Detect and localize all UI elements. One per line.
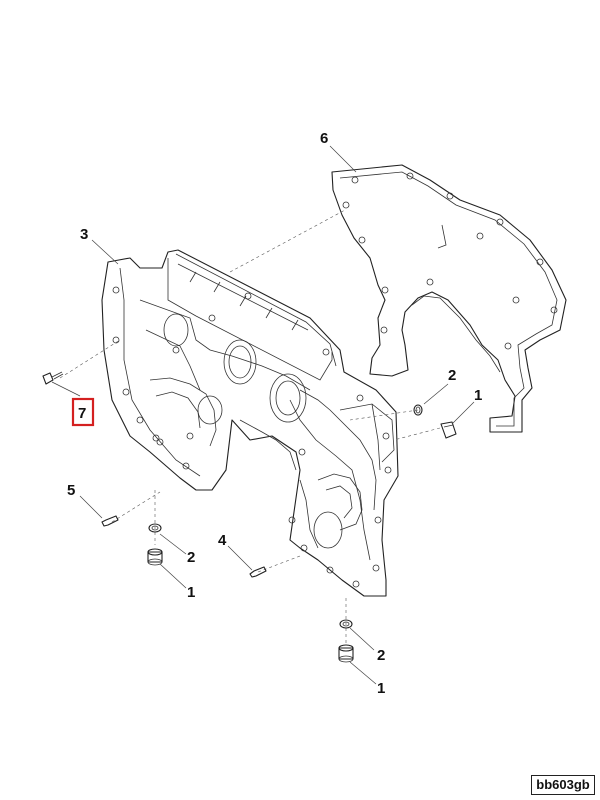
- callout-1-gasket[interactable]: 1: [474, 387, 482, 404]
- housing-bolt-bosses: [112, 286, 392, 588]
- seal-ring-part-2-gasket-side[interactable]: [413, 404, 423, 416]
- callout-labels: 6 3 7 2 1 5 2 1 4 2 1: [67, 130, 482, 697]
- callout-7-highlight: [71, 397, 95, 427]
- plug-part-1-gasket-side[interactable]: [440, 421, 457, 439]
- projection-lines: [59, 209, 441, 645]
- callout-6[interactable]: 6: [320, 130, 328, 147]
- diagram-reference-code: bb603gb: [531, 775, 595, 795]
- seal-ring-part-2-bottom[interactable]: [339, 619, 353, 629]
- callout-2-bottom[interactable]: 2: [377, 647, 385, 664]
- plug-part-1-left[interactable]: [147, 548, 163, 566]
- leader-lines: [51, 145, 475, 685]
- seal-ring-part-2-left[interactable]: [148, 523, 162, 533]
- pin-part-4[interactable]: [249, 566, 267, 578]
- gasket-bolt-holes: [342, 172, 558, 350]
- pin-part-5[interactable]: [101, 515, 119, 527]
- callout-7[interactable]: 7: [78, 405, 86, 422]
- callout-3[interactable]: 3: [80, 226, 88, 243]
- gear-cover-housing-part-3[interactable]: [101, 249, 399, 597]
- callout-2-left[interactable]: 2: [187, 549, 195, 566]
- gasket-part-6[interactable]: [331, 164, 567, 433]
- callout-1-left[interactable]: 1: [187, 584, 195, 601]
- plug-part-1-bottom[interactable]: [338, 644, 354, 663]
- screw-part-7[interactable]: [42, 371, 64, 385]
- callout-5[interactable]: 5: [67, 482, 75, 499]
- callout-2-gasket[interactable]: 2: [448, 367, 456, 384]
- callout-4[interactable]: 4: [218, 532, 227, 549]
- callout-1-bottom[interactable]: 1: [377, 680, 385, 697]
